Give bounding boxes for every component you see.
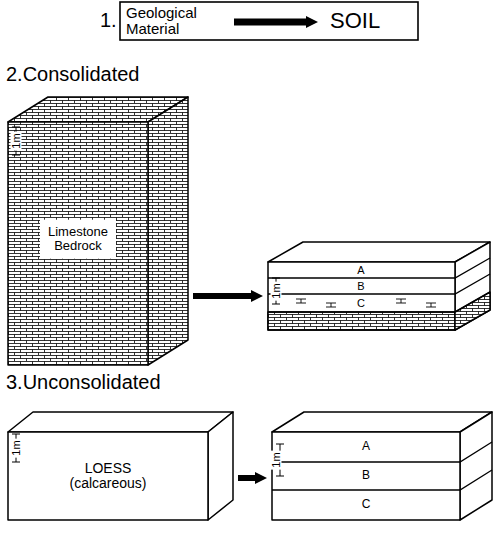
- horizon-boundary: [272, 442, 492, 462]
- front-face: [8, 122, 148, 365]
- top-face: [268, 242, 490, 262]
- horizon-label: C: [357, 297, 365, 309]
- horizon-label: A: [357, 264, 364, 276]
- horizon-boundary: [268, 274, 490, 294]
- horizon-boundary: [268, 258, 490, 278]
- rock-fragment: [396, 299, 406, 303]
- title-frame: [120, 2, 418, 40]
- horizon-label: C: [362, 498, 371, 511]
- section-heading: 2.Consolidated: [6, 64, 139, 84]
- soil-text: SOIL: [330, 9, 380, 33]
- rock-fragment: [296, 299, 306, 303]
- block-drawing: [268, 242, 490, 330]
- top-face: [8, 412, 233, 432]
- dimension-label: 1m: [11, 438, 22, 457]
- block-drawing: [272, 412, 492, 520]
- soil-text: SOIL: [330, 9, 380, 33]
- dimension-label: 1m: [271, 281, 282, 300]
- bedrock-layer: [455, 292, 490, 330]
- process-arrow: [238, 475, 257, 481]
- section-heading: 3.Unconsolidated: [6, 372, 161, 392]
- limestone-block: Limestone Bedrock: [8, 97, 188, 365]
- front-face: [268, 262, 455, 330]
- side-face: [455, 242, 490, 330]
- soil-profile-block: ABC: [268, 242, 490, 330]
- section-number: 1.: [100, 10, 117, 30]
- loess-block: LOESS (calcareous): [8, 412, 233, 520]
- soil-profile-block: A B C: [272, 412, 492, 520]
- bedrock-layer: [268, 312, 455, 330]
- rock-fragment: [426, 303, 436, 307]
- dimension-label: 1m: [11, 131, 22, 150]
- side-face: [208, 412, 233, 520]
- front-face: [8, 432, 208, 520]
- horizon-boundary: [272, 470, 492, 490]
- process-arrow: [234, 19, 308, 26]
- process-arrow: [193, 293, 253, 299]
- horizon-boundary: [268, 292, 490, 312]
- material-label: LOESS (calcareous): [62, 461, 154, 492]
- side-face: [460, 412, 492, 520]
- horizon-label: A: [362, 440, 370, 453]
- top-face: [272, 412, 492, 432]
- horizon-label: B: [362, 469, 370, 482]
- material-label: Limestone Bedrock: [40, 220, 116, 259]
- front-face: [272, 432, 460, 520]
- dimension-label: 1m: [271, 450, 282, 469]
- side-face: [148, 97, 188, 365]
- rock-fragment: [326, 303, 336, 307]
- horizon-label: B: [357, 280, 364, 292]
- material-text: Geological Material: [126, 5, 222, 37]
- material-text: Geological Material: [126, 5, 222, 37]
